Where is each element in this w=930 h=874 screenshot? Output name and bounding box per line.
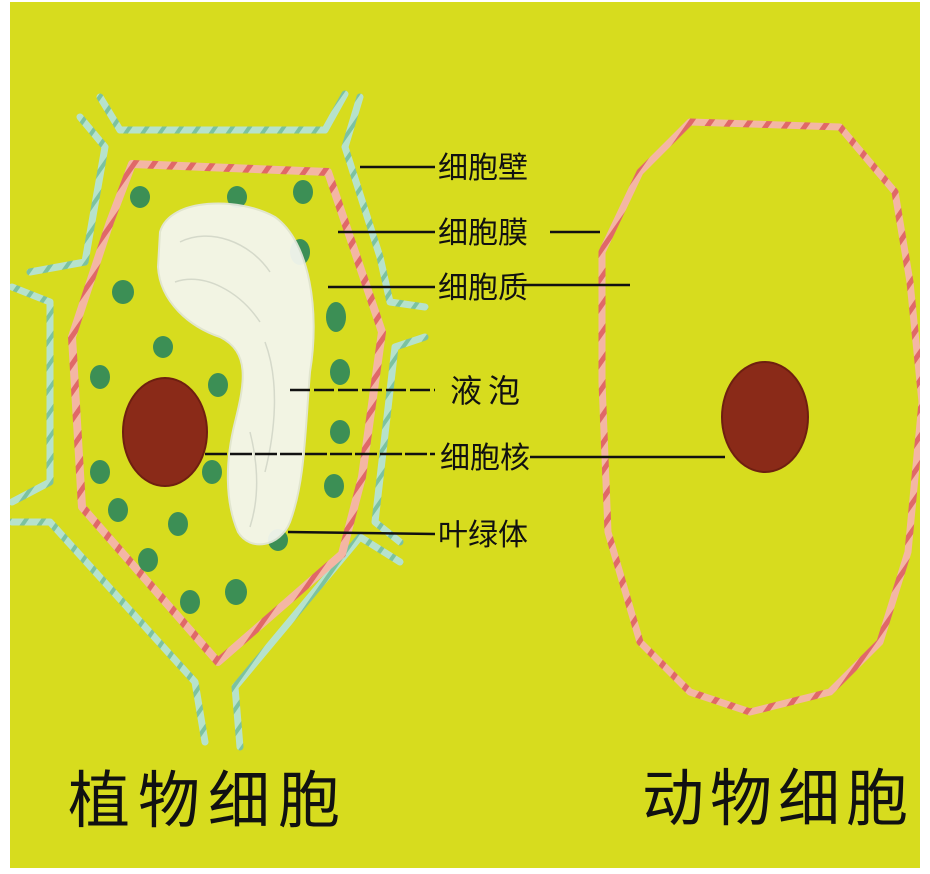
chloroplast <box>112 280 134 304</box>
chloroplast <box>330 420 350 444</box>
chloroplast <box>330 359 350 385</box>
label-cell-membrane: 细胞膜 <box>438 216 528 251</box>
chloroplast <box>225 579 247 605</box>
poster-board: 细胞壁 细胞膜 细胞质 液泡 细胞核 叶绿体 植物细胞 动物细胞 <box>10 2 920 868</box>
chloroplast <box>153 336 173 358</box>
chloroplast <box>130 186 150 208</box>
animal-nucleus <box>722 362 808 472</box>
label-cytoplasm: 细胞质 <box>438 271 528 306</box>
chloroplast <box>324 474 344 498</box>
chloroplast <box>90 460 110 484</box>
title-animal-cell: 动物细胞 <box>642 762 914 835</box>
chloroplast <box>326 302 346 332</box>
chloroplast <box>293 180 313 204</box>
chloroplast <box>180 590 200 614</box>
chloroplast <box>208 373 228 397</box>
label-vacuole: 液泡 <box>450 372 526 410</box>
chloroplast <box>202 460 222 484</box>
plant-nucleus <box>123 378 207 486</box>
label-cell-wall: 细胞壁 <box>438 151 528 186</box>
title-plant-cell: 植物细胞 <box>68 764 348 837</box>
label-chloroplast: 叶绿体 <box>438 518 528 553</box>
chloroplast <box>168 512 188 536</box>
chloroplast <box>90 365 110 389</box>
chloroplast <box>138 548 158 572</box>
label-nucleus: 细胞核 <box>440 441 530 476</box>
chloroplast <box>108 498 128 522</box>
